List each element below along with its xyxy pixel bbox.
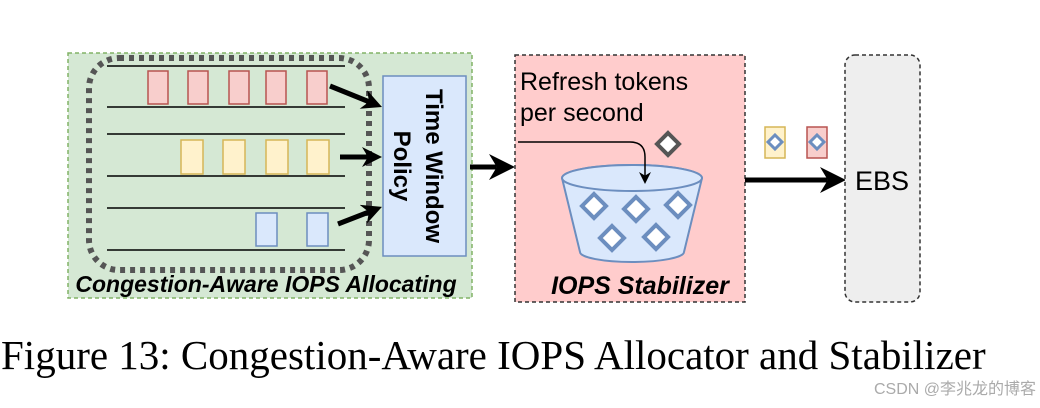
- queue-3-requests: [255, 212, 329, 247]
- request-block: [228, 70, 250, 105]
- queue-1-requests: [147, 70, 328, 105]
- time-window-policy-box: [382, 75, 467, 257]
- request-block: [222, 139, 246, 175]
- congestion-aware-allocator: Time Window Policy Congestion-Aware IOPS…: [67, 52, 473, 299]
- bucket-rim: [561, 164, 703, 192]
- request-block: [180, 139, 204, 175]
- refresh-tokens-text-line-1: Refresh tokens: [520, 68, 688, 96]
- token-diamond-icon: [597, 223, 627, 253]
- request-block: [306, 70, 328, 105]
- token-diamond-icon: [621, 194, 651, 224]
- request-block: [306, 139, 330, 175]
- ebs-label: EBS: [855, 166, 909, 196]
- request-block: [147, 70, 169, 105]
- ebs-container: [844, 54, 921, 303]
- token-diamond-icon: [663, 190, 693, 220]
- request-block: [187, 70, 209, 105]
- queue-2-requests: [180, 139, 330, 175]
- refresh-arrow: [518, 141, 651, 184]
- ebs: EBS: [844, 54, 921, 303]
- pending-token-icon: [654, 130, 682, 158]
- bucket-tokens: [579, 190, 693, 253]
- token-diamond-icon: [579, 191, 609, 221]
- request-queues: [107, 65, 345, 251]
- token-diamond-icon: [641, 222, 671, 252]
- request-block: [265, 70, 287, 105]
- policy-label-line-2: Policy: [388, 131, 415, 202]
- stabilizer-label: IOPS Stabilizer: [551, 272, 730, 300]
- request-block: [265, 139, 289, 175]
- queue-1-to-policy-arrow: [329, 83, 382, 109]
- figure-caption: Figure 13: Congestion-Aware IOPS Allocat…: [1, 332, 986, 378]
- refresh-tokens-text-line-2: per second: [520, 99, 644, 127]
- allocator-label: Congestion-Aware IOPS Allocating: [75, 271, 456, 297]
- iops-stabilizer: Refresh tokens per second IOPS Stabilize…: [514, 54, 746, 303]
- watermark: CSDN @李兆龙的博客: [874, 380, 1036, 398]
- time-window-policy-label: Time Window Policy: [388, 89, 447, 243]
- token-diamond-icon: [807, 132, 827, 152]
- request-block: [255, 212, 278, 247]
- policy-label-line-1: Time Window: [420, 89, 447, 243]
- token-diamond-icon: [765, 132, 785, 152]
- dispatched-requests: [764, 126, 828, 159]
- queue-3-to-policy-arrow: [337, 204, 382, 227]
- request-block: [306, 212, 329, 247]
